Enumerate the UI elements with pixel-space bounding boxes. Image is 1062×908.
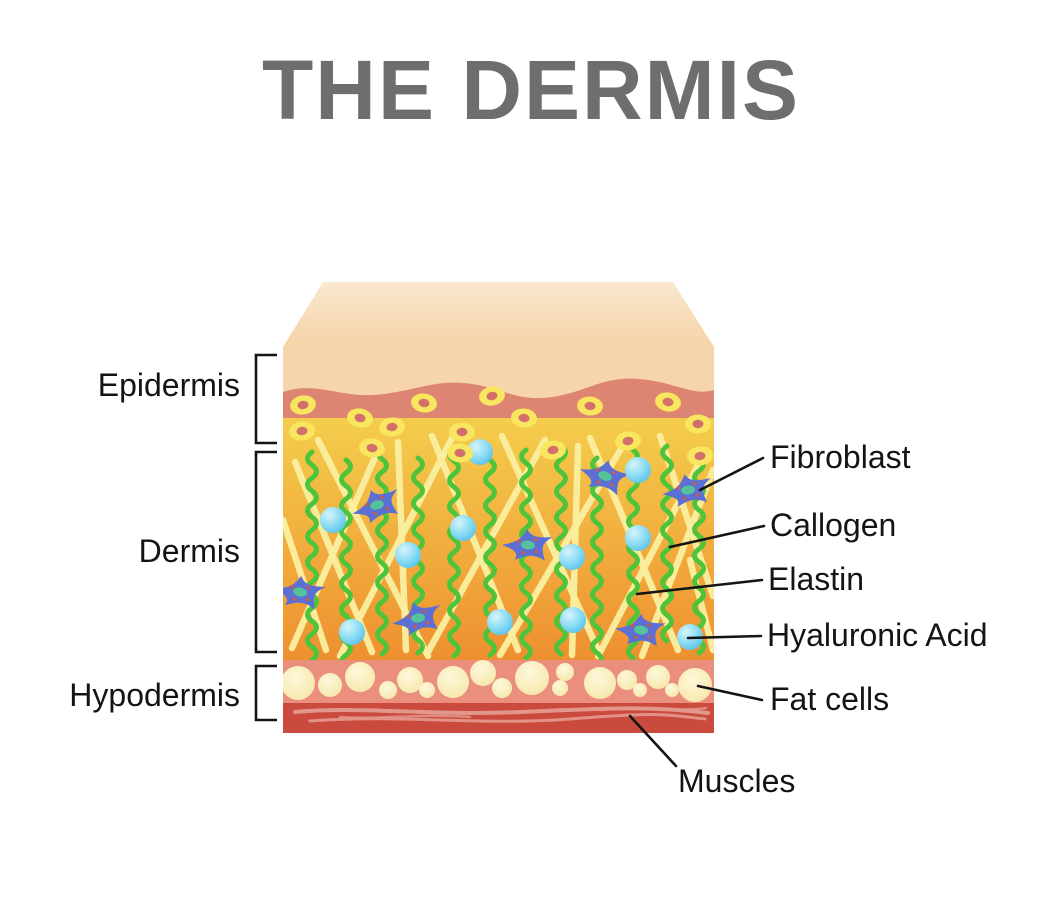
hyaluronic-sphere: [450, 515, 476, 541]
fat-cells-pointer: [696, 684, 764, 702]
fat-cell: [515, 661, 549, 695]
layer-label-dermis: Dermis: [138, 533, 240, 569]
epidermis-cell: [347, 408, 373, 428]
fibroblast-cell: [579, 460, 631, 496]
elastin-fibers: [305, 443, 706, 660]
epidermis-cell: [577, 396, 603, 416]
fat-cell: [678, 668, 712, 702]
hyaluronic-sphere: [487, 609, 513, 635]
elastin-pointer: [635, 578, 764, 596]
fat-cell: [419, 682, 435, 698]
structure-label-hyaluronic-acid: Hyaluronic Acid: [767, 617, 988, 653]
hyaluronic-sphere: [625, 525, 651, 551]
callogen-pointer: [668, 524, 766, 549]
page-title: THE DERMIS: [261, 43, 801, 137]
fibroblast-cell: [662, 474, 712, 507]
fat-cell: [283, 666, 315, 700]
layer-brackets: [254, 353, 277, 722]
epidermis-cell: [289, 421, 315, 441]
hyaluronic-acid-pointer: [686, 634, 763, 640]
epidermis-cell: [359, 438, 385, 458]
fat-cell: [617, 670, 637, 690]
fibroblast-cell: [283, 575, 326, 610]
skin-front-face: [283, 347, 714, 733]
fibroblast-cells: [283, 460, 712, 647]
fat-cell: [379, 681, 397, 699]
skin-block: [283, 282, 714, 733]
structure-label-muscles: Muscles: [678, 763, 796, 799]
fat-cell: [633, 683, 647, 697]
fibroblast-cell: [501, 528, 553, 561]
epidermis-cell: [655, 392, 681, 412]
epidermis-cell: [447, 443, 473, 463]
hypodermis-layer: [283, 660, 714, 703]
structure-label-fat-cells: Fat cells: [770, 681, 890, 717]
epidermis-cell: [615, 431, 641, 451]
fat-cell: [492, 678, 512, 698]
hyaluronic-sphere: [559, 544, 585, 570]
hypodermis-bracket: [254, 664, 277, 722]
hyaluronic-sphere: [625, 457, 651, 483]
epidermis-cell: [685, 414, 711, 434]
fat-cell: [345, 662, 375, 692]
fat-cell: [397, 667, 423, 693]
epidermis-cell: [479, 386, 505, 406]
fibroblast-cell: [352, 489, 399, 524]
fat-cell: [318, 673, 342, 697]
epidermis-cell: [379, 417, 405, 437]
fat-cell: [665, 683, 679, 697]
hyaluronic-sphere: [339, 619, 365, 645]
hyaluronic-sphere: [320, 507, 346, 533]
structure-label-elastin: Elastin: [768, 561, 865, 597]
fat-cell: [552, 680, 568, 696]
structure-label-fibroblast: Fibroblast: [770, 439, 911, 475]
epidermis-cell: [511, 408, 537, 428]
muscles-pointer: [628, 714, 678, 768]
epidermis-cells: [289, 386, 713, 466]
fat-cell: [556, 663, 574, 681]
layer-label-epidermis: Epidermis: [97, 367, 240, 403]
epidermis-cell: [449, 422, 475, 442]
muscle-fiber: [308, 713, 707, 723]
epidermis-cell: [290, 395, 316, 415]
layer-label-hypodermis: Hypodermis: [69, 677, 240, 713]
epidermis-cell: [540, 440, 566, 460]
muscle-fiber: [338, 714, 472, 720]
fibroblast-cell: [614, 613, 667, 647]
hyaluronic-spheres: [320, 439, 703, 650]
dermis-layer: [283, 418, 714, 660]
fibroblast-cell: [392, 602, 441, 636]
dermis-bracket: [254, 450, 277, 654]
epidermis-cell: [411, 393, 437, 413]
hyaluronic-sphere: [467, 439, 493, 465]
structure-label-callogen: Callogen: [770, 507, 897, 543]
muscle-layer: [283, 703, 714, 733]
dermis-contents: [283, 432, 714, 660]
fat-cell: [437, 666, 469, 698]
skin-top-face: [283, 282, 714, 347]
muscle-fiber: [598, 706, 708, 712]
epidermis-cell: [687, 446, 713, 466]
hyaluronic-sphere: [395, 542, 421, 568]
fat-cell: [470, 660, 496, 686]
pointer-lines: [628, 456, 766, 768]
fat-cell: [646, 665, 670, 689]
fat-cell: [584, 667, 616, 699]
fibroblast-pointer: [698, 456, 765, 492]
hyaluronic-sphere: [560, 607, 586, 633]
epidermis-bracket: [254, 353, 277, 445]
